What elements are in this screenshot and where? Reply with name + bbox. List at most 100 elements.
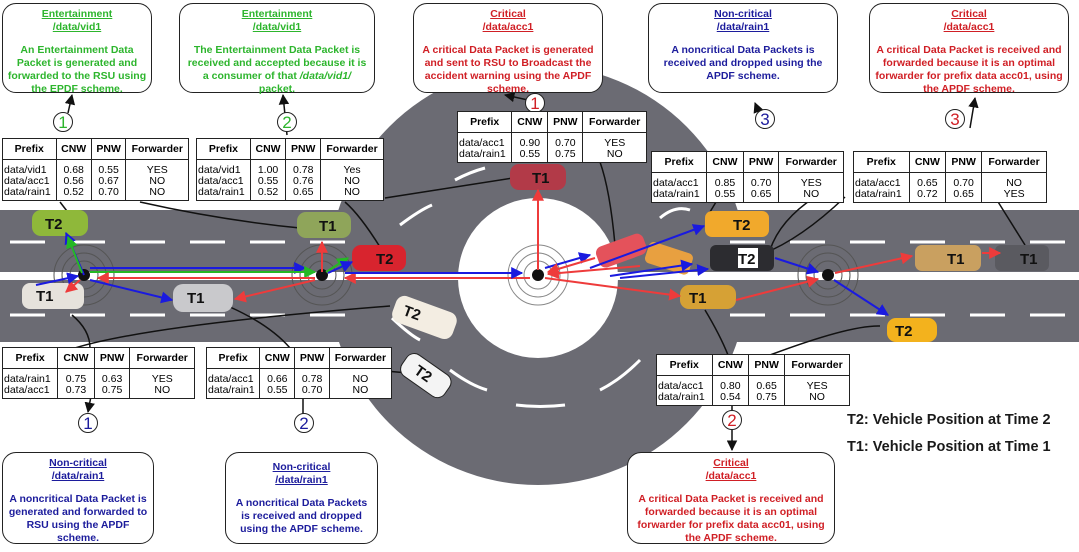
column-header-prefix: Prefix xyxy=(1,347,59,369)
cell-forwarder: NO xyxy=(582,149,647,163)
step-number: 2 xyxy=(277,112,297,132)
cell-cnw: 0.90 xyxy=(511,132,549,149)
cell-cnw: 0.75 xyxy=(57,368,95,385)
column-header-cnw: CNW xyxy=(908,151,947,173)
column-header-prefix: Prefix xyxy=(456,111,513,133)
rsu-center xyxy=(532,269,544,281)
rsu-middle xyxy=(316,269,328,281)
vehicle-taxi-bot-t2: T2 xyxy=(887,318,937,342)
callout-critical-forwarded-bottom: Critical /data/acc1 A critical Data Pack… xyxy=(627,452,835,544)
callout-body: A noncritical Data Packets is received a… xyxy=(663,44,823,82)
cell-pnw: 0.70 xyxy=(945,172,983,189)
column-header-cnw: CNW xyxy=(249,138,287,160)
cell-forwarder: YES xyxy=(125,159,189,176)
cell-prefix: data/acc1 xyxy=(205,368,261,385)
callout-title: Critical xyxy=(951,8,987,20)
column-header-pnw: PNW xyxy=(93,347,131,369)
cell-prefix: data/acc1 xyxy=(1,385,59,399)
svg-text:T1: T1 xyxy=(689,290,707,307)
callout-body: The Entertainment Data Packet is receive… xyxy=(187,44,367,95)
cell-prefix: data/rain1 xyxy=(650,189,708,203)
callout-prefix: /data/rain1 xyxy=(51,470,105,482)
cell-pnw: 0.65 xyxy=(285,187,322,201)
callout-title: Non-critical xyxy=(714,8,772,20)
legend-t1: T1: Vehicle Position at Time 1 xyxy=(847,439,1051,455)
callout-body: A noncritical Data Packet is generated a… xyxy=(8,493,148,544)
cell-pnw: 0.65 xyxy=(742,189,780,203)
cell-prefix: data/rain1 xyxy=(205,385,261,399)
vehicle-red-t2: T2 xyxy=(352,245,406,271)
cell-forwarder: YES xyxy=(981,189,1047,203)
callout-prefix: /data/acc1 xyxy=(482,21,534,33)
cell-cnw: 0.55 xyxy=(511,149,549,163)
cell-forwarder: NO xyxy=(328,368,393,385)
vehicle-police-t1: T1 xyxy=(995,245,1049,271)
vehicle-red-t1: T1 xyxy=(510,164,566,190)
cell-cnw: 0.73 xyxy=(57,385,95,399)
svg-text:T1: T1 xyxy=(1020,251,1038,268)
cell-forwarder: NO xyxy=(125,176,189,187)
cell-cnw: 0.80 xyxy=(711,375,750,392)
cell-cnw: 0.55 xyxy=(249,176,287,187)
step-number: 1 xyxy=(53,112,73,132)
cell-forwarder: NO xyxy=(129,385,195,399)
cell-cnw: 0.55 xyxy=(259,385,296,399)
cell-prefix: data/rain1 xyxy=(656,392,713,406)
vehicles: T2 T1 T1 T1 T2 T1 T2 T2 T2 T2 T1 T1 T1 T… xyxy=(22,164,1049,399)
column-header-pnw: PNW xyxy=(90,138,127,160)
vehicle-green-t1: T1 xyxy=(297,212,351,238)
cell-forwarder: NO xyxy=(320,187,384,201)
callout-prefix: /data/acc1 xyxy=(943,21,995,33)
cell-cnw: 0.52 xyxy=(55,187,92,201)
callout-entertainment-accepted: Entertainment /data/vid1 The Entertainme… xyxy=(179,3,375,95)
cell-cnw: 0.52 xyxy=(249,187,287,201)
callout-prefix: /data/rain1 xyxy=(716,21,770,33)
callout-title: Non-critical xyxy=(272,461,331,473)
step-number: 3 xyxy=(945,109,965,129)
callout-body: A critical Data Packet is generated and … xyxy=(422,44,594,95)
column-header-pnw: PNW xyxy=(742,151,780,173)
cell-forwarder: NO xyxy=(320,176,384,187)
cell-prefix: data/rain1 xyxy=(456,149,513,163)
cell-pnw: 0.70 xyxy=(90,187,127,201)
cell-pnw: 0.75 xyxy=(93,385,131,399)
vehicle-ambulance-t2: T2 xyxy=(392,295,457,340)
svg-text:T2: T2 xyxy=(738,251,756,268)
callout-title: Entertainment xyxy=(241,8,313,20)
svg-text:T1: T1 xyxy=(36,288,54,305)
step-number: 2 xyxy=(294,413,314,433)
column-header-prefix: Prefix xyxy=(205,347,261,369)
callout-prefix: /data/vid1 xyxy=(252,21,302,33)
cell-prefix: data/acc1 xyxy=(650,172,708,189)
cell-prefix: data/vid1 xyxy=(2,159,57,176)
svg-text:T1: T1 xyxy=(532,170,550,187)
vehicle-silver-t1: T1 xyxy=(173,284,233,312)
cell-prefix: data/vid1 xyxy=(196,159,251,176)
callout-body: An Entertainment Data Packet is generate… xyxy=(7,44,147,95)
cell-forwarder: NO xyxy=(784,392,850,406)
svg-text:T2: T2 xyxy=(401,302,423,324)
svg-text:T2: T2 xyxy=(733,217,751,234)
svg-text:T2: T2 xyxy=(45,216,63,233)
column-header-cnw: CNW xyxy=(55,138,92,160)
